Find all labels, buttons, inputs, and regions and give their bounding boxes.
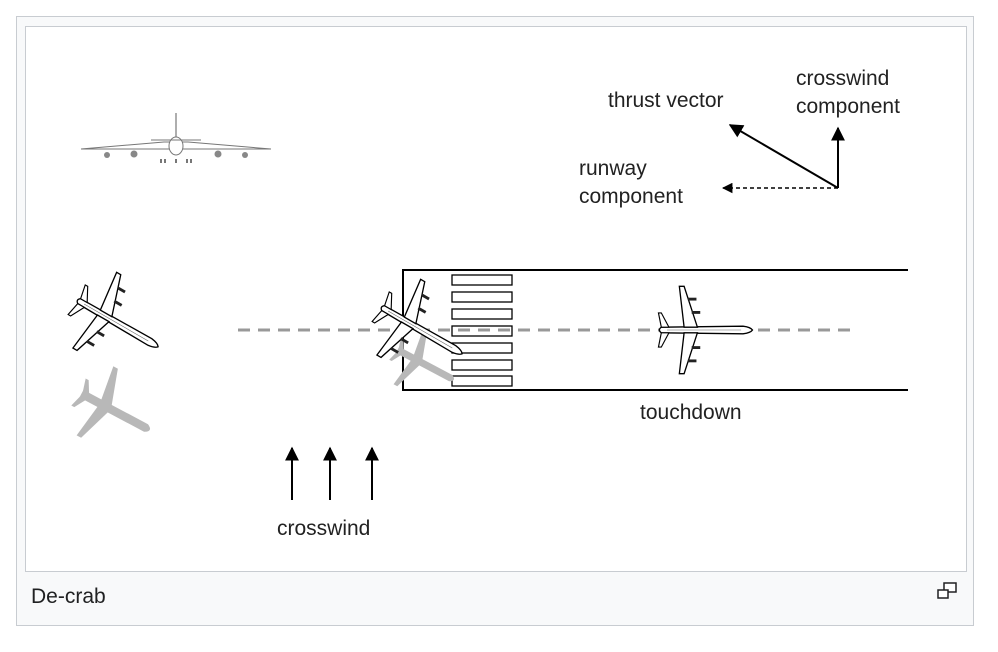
runway [402,269,908,391]
runway-component-label-line2: component [579,185,683,208]
thrust-vector-arrow [728,124,839,189]
thrust-vector-label: thrust vector [608,89,724,112]
plane-shadow-1 [60,357,169,465]
figure-image[interactable]: thrust vector crosswind component runway… [25,26,967,572]
magnify-icon[interactable] [935,581,961,603]
vector-diagram: thrust vector crosswind component runway… [579,67,900,208]
touchdown-label: touchdown [640,401,742,424]
threshold-markings [451,274,513,387]
crosswind-component-label-line2: component [796,95,900,118]
crosswind-component-label-line1: crosswind [796,67,889,90]
crosswind-label: crosswind [277,517,370,540]
runway-component-label-line1: runway [579,157,647,180]
figure-thumbnail: thrust vector crosswind component runway… [16,16,974,626]
decrab-diagram: thrust vector crosswind component runway… [54,67,908,540]
plane-front-view [80,113,272,163]
crosswind-arrows [285,446,379,500]
figure-caption: De-crab [31,585,106,608]
plane-crabbed-approach [54,261,181,386]
